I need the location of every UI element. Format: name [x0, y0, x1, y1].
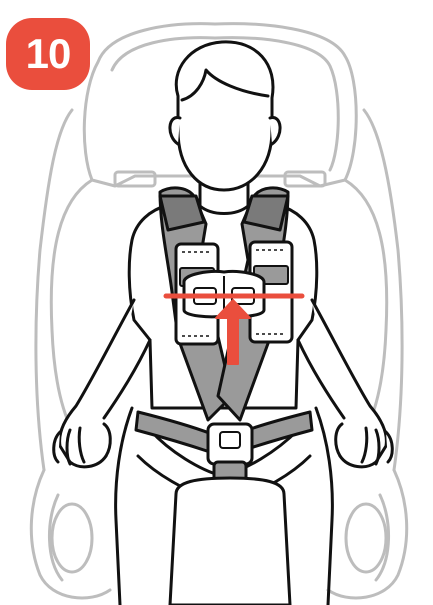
step-number-badge: 10	[6, 18, 90, 90]
